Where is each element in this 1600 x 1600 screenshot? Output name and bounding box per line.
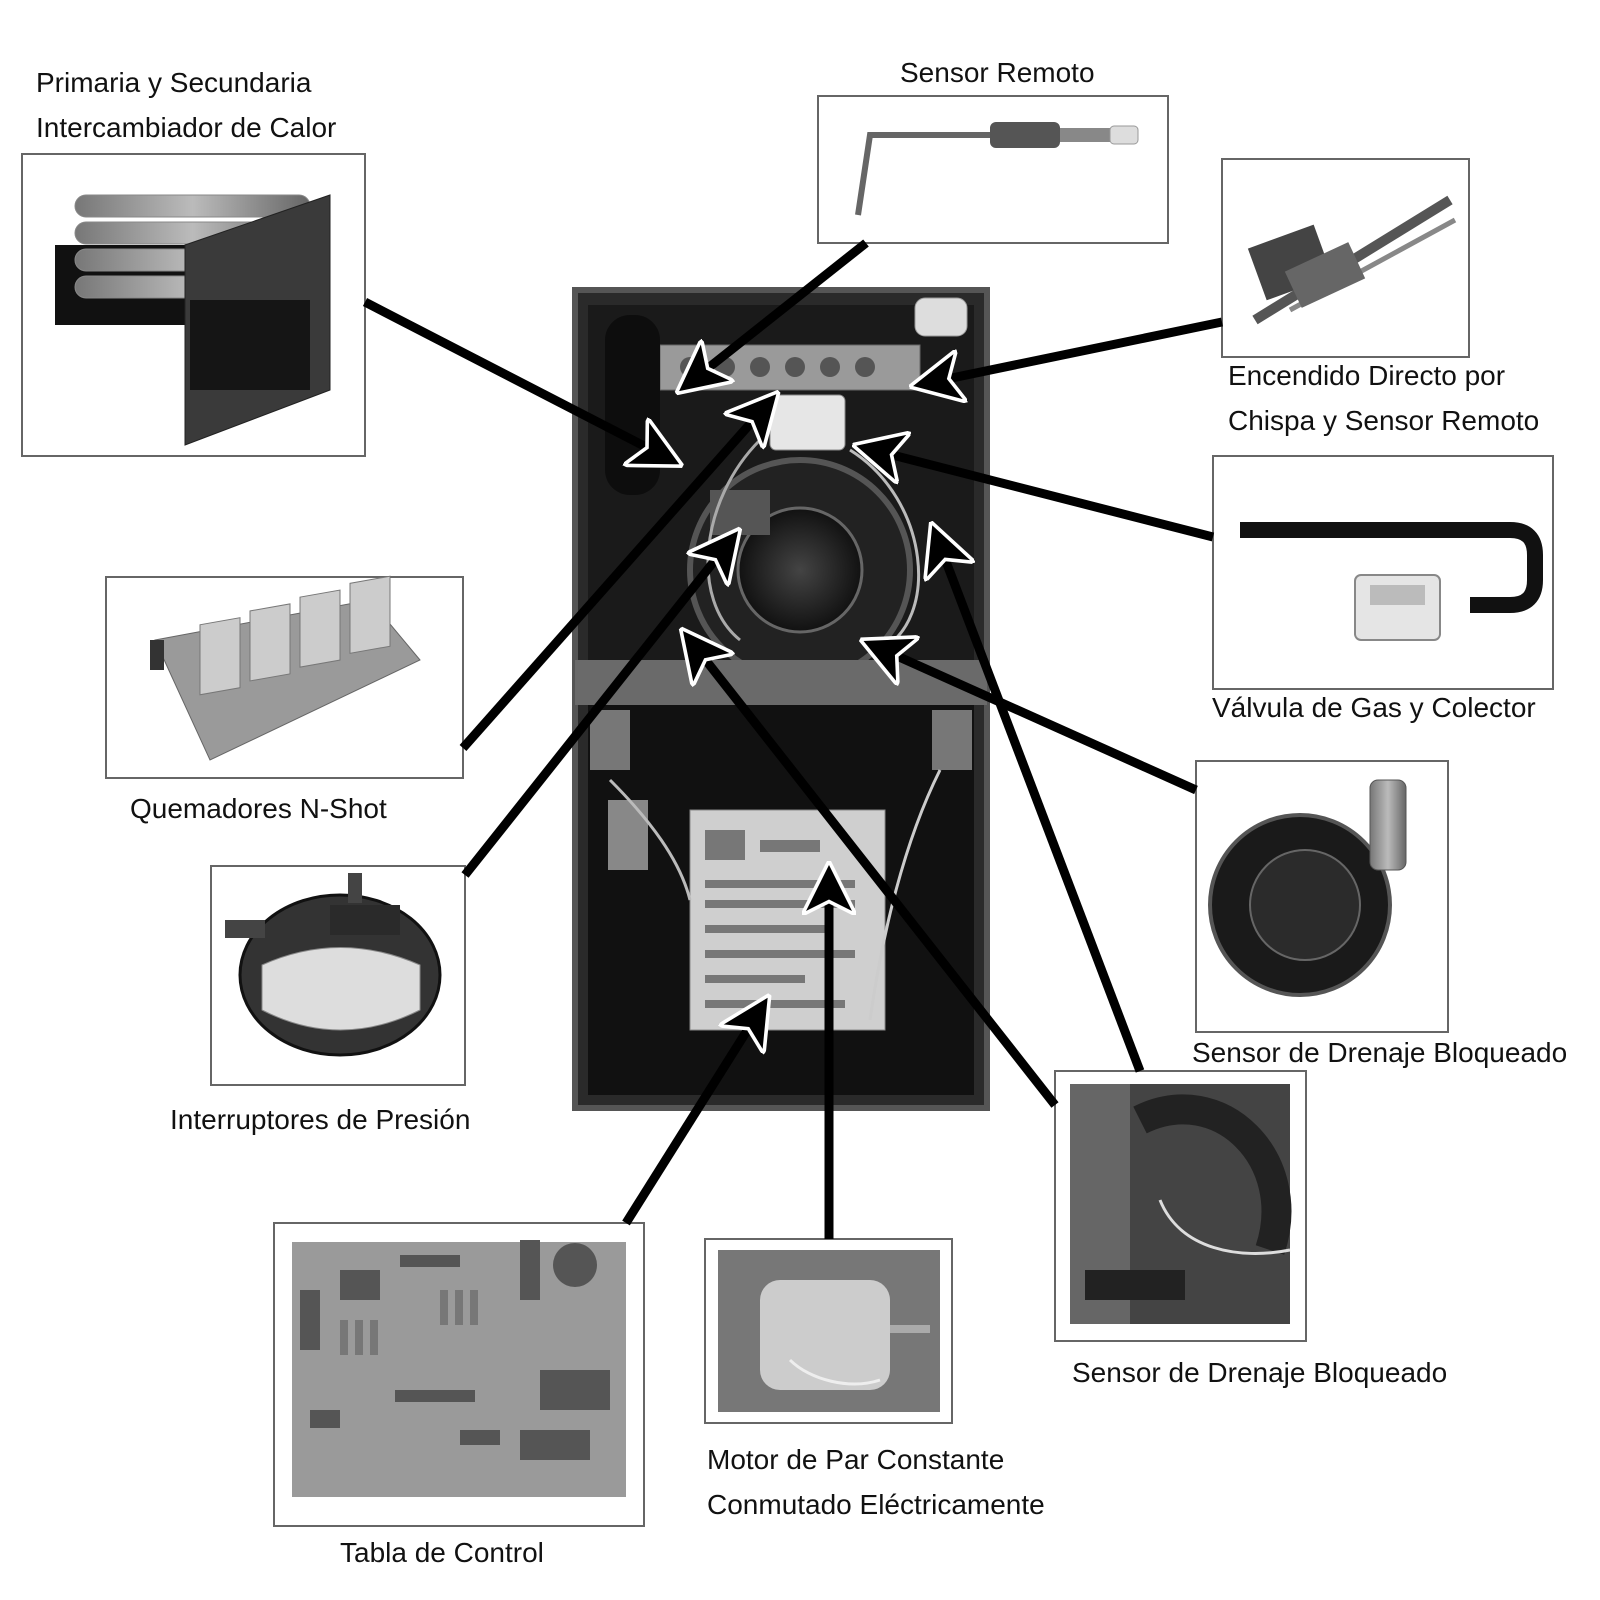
arrow-blocked-drain-right	[868, 643, 1198, 795]
label-blocked-drain-bottom: Sensor de Drenaje Bloqueado	[1072, 1357, 1448, 1388]
ecm-motor-image	[704, 1238, 953, 1424]
label-direct-spark: Encendido Directo por Chispa y Sensor Re…	[1228, 360, 1540, 436]
arrow-burners	[459, 398, 773, 751]
blocked-drain-right-image	[1195, 760, 1449, 1033]
label-control-board: Tabla de Control	[340, 1537, 544, 1568]
arrow-remote-sensor	[683, 239, 869, 388]
furnace-cabinet	[572, 287, 990, 1111]
arrow-pressure-switches	[461, 535, 735, 878]
leader-arrows	[362, 239, 1223, 1239]
burners-image	[105, 575, 464, 779]
gas-valve-image	[1212, 455, 1554, 690]
label-gas-valve: Válvula de Gas y Colector	[1212, 692, 1536, 723]
arrow-blocked-drain-bottom-a	[686, 635, 1059, 1108]
arrow-direct-spark	[918, 317, 1223, 385]
arrow-control-board	[622, 1002, 765, 1226]
label-ecm-motor: Motor de Par Constante Conmutado Eléctri…	[707, 1444, 1045, 1520]
remote-sensor-image	[817, 95, 1169, 244]
label-blocked-drain-right: Sensor de Drenaje Bloqueado	[1192, 1037, 1568, 1068]
blocked-drain-bottom-image	[1054, 1070, 1307, 1342]
arrow-gas-valve	[861, 447, 1215, 542]
arrow-heat-exchanger	[362, 298, 675, 462]
label-heat-exchanger: Primaria y Secundaria Intercambiador de …	[36, 67, 337, 143]
label-burners: Quemadores N-Shot	[130, 793, 387, 824]
label-remote-sensor: Sensor Remoto	[900, 57, 1095, 88]
arrow-blocked-drain-bottom-b	[934, 530, 1145, 1073]
label-pressure-switches: Interruptores de Presión	[170, 1104, 471, 1135]
pressure-switch-image	[210, 865, 466, 1086]
heat-exchanger-image	[21, 153, 366, 457]
direct-spark-image	[1221, 158, 1470, 358]
control-board-image	[273, 1222, 645, 1527]
